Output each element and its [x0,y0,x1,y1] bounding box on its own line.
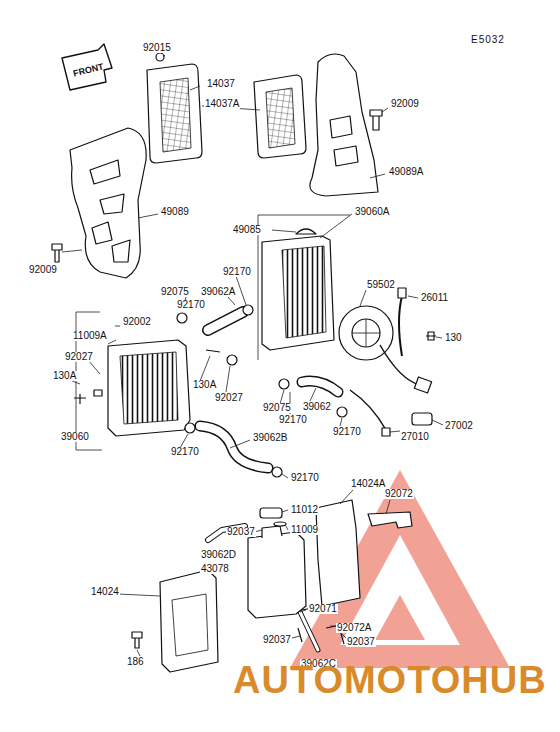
clamp [185,423,195,433]
callout-number: 92027 [214,393,244,403]
callout-number: 11009A [72,331,108,341]
bolt [74,350,220,404]
callout-number: 43078 [200,564,230,574]
callout-number: 39060 [60,432,90,442]
callout-number: 92027 [64,352,94,362]
nut [156,53,164,61]
callout-number: 27002 [444,421,474,431]
callout-number: 92075 [160,287,190,297]
callout-number: 92037 [226,527,256,537]
callout-number: 92170 [332,427,362,437]
callout-number: 92072 [384,489,414,499]
callout-number: 92170 [222,267,252,277]
callout-number: 59502 [366,280,396,290]
callout-number: 92170 [176,300,206,310]
wire [350,390,386,430]
callout-number: 92170 [278,415,308,425]
shroud [70,128,146,278]
callout-number: 92071 [308,604,338,614]
callout-number: 49085 [232,225,262,235]
grille [254,75,306,158]
callout-number: 14024 [90,587,120,597]
callout-number: 14037A [204,99,240,109]
callout-number: 39062A [200,287,236,297]
bolt [370,110,382,130]
wire [380,345,420,385]
clamp [337,407,347,417]
figure-id: E5032 [470,35,506,45]
callout-number: 39060A [354,207,390,217]
callout-number: 186 [126,657,145,667]
callout-number: 92009 [28,265,58,275]
callout-number: 49089 [160,207,190,217]
callout-number: 130A [52,371,77,381]
bolt [426,332,436,340]
bolt [52,244,62,262]
callout-number: 11012 [290,505,319,515]
cover [160,570,218,672]
watermark-triangle [290,470,510,668]
clamp [227,355,237,365]
radiator-cap [296,229,316,234]
watermark: AUTOMOTOHUB [232,661,548,699]
reservoir-cap [260,508,282,518]
callout-number: 92037 [262,635,292,645]
callout-number: 92009 [390,99,420,109]
clamp [272,467,282,477]
radiator [262,236,334,350]
clamp [243,305,253,315]
callout-number: 14024A [350,479,386,489]
callout-number: 14037 [206,79,236,89]
clamp [177,313,187,323]
sensor [412,413,432,425]
callout-number: 11009 [290,525,319,535]
bracket [368,512,412,528]
callout-number: 39062 [302,402,332,412]
radiator [108,340,190,436]
callout-number: 39062B [252,433,288,443]
callout-number: 49089A [388,167,424,177]
callout-number: 92002 [122,317,152,327]
callout-number: 92075 [262,403,292,413]
wire [399,296,402,356]
callout-number: 39062D [200,550,237,560]
reservoir [248,532,306,618]
callout-number: 27010 [400,432,430,442]
shroud [310,54,378,196]
front-arrow [62,44,112,90]
callout-number: 130 [444,333,463,343]
clamp [279,379,289,389]
bolt [132,632,142,648]
callout-number: 26011 [420,293,449,303]
grille [147,64,202,163]
callout-number: 92170 [170,447,200,457]
callout-number: 92015 [142,43,172,53]
callout-number: 92072A [336,623,372,633]
callout-number: 92170 [290,473,320,483]
callout-number: 130A [192,380,217,390]
callout-number: 92037 [346,637,376,647]
bracket [316,500,360,606]
